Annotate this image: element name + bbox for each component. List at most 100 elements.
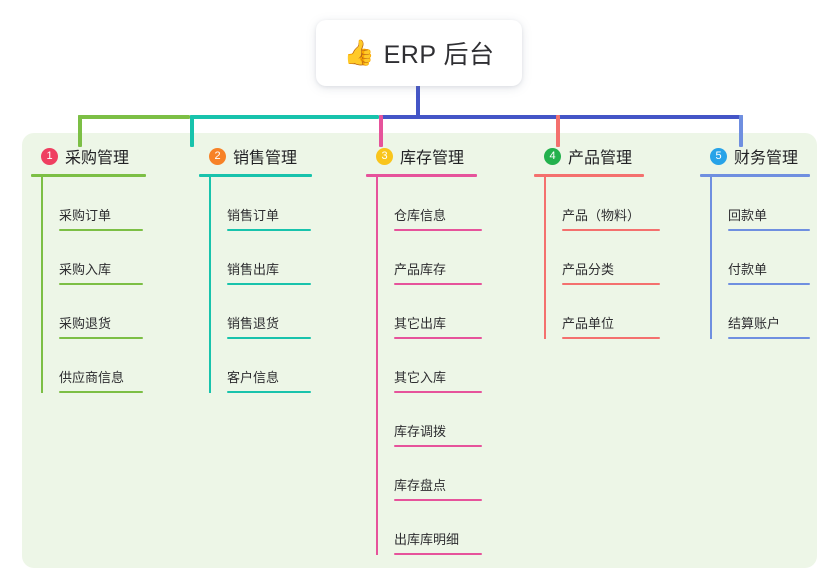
column-header-purchasing[interactable]: 1 采购管理 — [31, 144, 146, 168]
leaf-item-label: 库存盘点 — [394, 478, 447, 493]
leaf-item-label: 其它入库 — [394, 370, 447, 385]
leaf-item-label: 产品库存 — [394, 262, 447, 277]
leaf-item-rule — [227, 229, 311, 231]
connector-drop-purchasing — [78, 115, 82, 147]
leaf-item-label: 产品单位 — [562, 316, 615, 331]
leaf-item[interactable]: 回款单 — [700, 177, 810, 231]
leaf-item[interactable]: 其它出库 — [366, 285, 482, 339]
leaf-item-rule — [394, 229, 482, 231]
leaf-item[interactable]: 采购订单 — [31, 177, 146, 231]
leaf-item[interactable]: 库存盘点 — [366, 447, 482, 501]
root-node-title: ERP 后台 — [383, 41, 495, 69]
column-header-product[interactable]: 4 产品管理 — [534, 144, 660, 168]
connector-segment-green — [78, 115, 190, 119]
leaf-item-label: 结算账户 — [728, 316, 781, 331]
column-title-finance: 财务管理 — [734, 150, 799, 167]
connector-drop-sales — [190, 115, 194, 147]
root-node[interactable]: 👍 ERP 后台 — [316, 20, 522, 86]
number-badge-icon: 1 — [41, 147, 58, 165]
leaf-item-rule — [59, 229, 143, 231]
leaf-item-label: 供应商信息 — [59, 370, 125, 385]
leaf-item-label: 销售出库 — [227, 262, 280, 277]
leaf-item-rule — [562, 229, 660, 231]
leaf-item-label: 采购退货 — [59, 316, 112, 331]
leaf-list-sales: 销售订单销售出库销售退货客户信息 — [199, 177, 312, 393]
leaf-item-rule — [59, 337, 143, 339]
leaf-item[interactable]: 产品（物料） — [534, 177, 660, 231]
column-purchasing: 1 采购管理采购订单采购入库采购退货供应商信息 — [31, 144, 146, 393]
leaf-item-rule — [59, 391, 143, 393]
column-spine-inventory — [376, 177, 378, 555]
leaf-item-label: 产品（物料） — [562, 208, 641, 223]
column-title-product: 产品管理 — [568, 150, 633, 167]
leaf-item-rule — [59, 283, 143, 285]
column-product: 4 产品管理产品（物料） 产品分类产品单位 — [534, 144, 660, 339]
column-header-rule-product — [534, 174, 644, 177]
leaf-list-product: 产品（物料） 产品分类产品单位 — [534, 177, 660, 339]
leaf-item-label: 客户信息 — [227, 370, 280, 385]
leaf-list-finance: 回款单付款单结算账户 — [700, 177, 810, 339]
column-finance: 5 财务管理回款单付款单结算账户 — [700, 144, 810, 339]
leaf-item-label: 产品分类 — [562, 262, 615, 277]
connector-segment-teal — [190, 115, 379, 119]
leaf-item-rule — [394, 391, 482, 393]
leaf-item-rule — [562, 337, 660, 339]
leaf-item-label: 仓库信息 — [394, 208, 447, 223]
column-header-rule-finance — [700, 174, 810, 177]
leaf-item-rule — [728, 337, 810, 339]
leaf-item[interactable]: 销售退货 — [199, 285, 312, 339]
leaf-item-rule — [227, 337, 311, 339]
leaf-item[interactable]: 产品分类 — [534, 231, 660, 285]
leaf-list-inventory: 仓库信息产品库存其它出库其它入库库存调拨库存盘点出库库明细 — [366, 177, 482, 555]
connector-segment-blue — [379, 115, 743, 119]
leaf-item[interactable]: 付款单 — [700, 231, 810, 285]
leaf-item[interactable]: 其它入库 — [366, 339, 482, 393]
number-badge-icon: 5 — [710, 147, 727, 165]
leaf-item-label: 销售退货 — [227, 316, 280, 331]
connector-drop-inventory — [379, 115, 383, 147]
connector-drop-product — [556, 115, 560, 147]
connector-drop-finance — [739, 115, 743, 147]
leaf-item[interactable]: 销售出库 — [199, 231, 312, 285]
column-spine-finance — [710, 177, 712, 339]
leaf-item[interactable]: 产品库存 — [366, 231, 482, 285]
leaf-item-label: 销售订单 — [227, 208, 280, 223]
column-title-purchasing: 采购管理 — [65, 150, 130, 167]
column-header-finance[interactable]: 5 财务管理 — [700, 144, 810, 168]
leaf-item[interactable]: 采购退货 — [31, 285, 146, 339]
leaf-item-rule — [227, 283, 311, 285]
leaf-item-rule — [728, 229, 810, 231]
connector-root-stem — [416, 86, 420, 116]
leaf-item-label: 采购入库 — [59, 262, 112, 277]
leaf-item[interactable]: 结算账户 — [700, 285, 810, 339]
column-spine-purchasing — [41, 177, 43, 393]
leaf-item-rule — [394, 499, 482, 501]
column-title-inventory: 库存管理 — [400, 150, 465, 167]
leaf-item[interactable]: 客户信息 — [199, 339, 312, 393]
leaf-item-rule — [562, 283, 660, 285]
leaf-list-purchasing: 采购订单采购入库采购退货供应商信息 — [31, 177, 146, 393]
leaf-item[interactable]: 销售订单 — [199, 177, 312, 231]
leaf-item[interactable]: 库存调拨 — [366, 393, 482, 447]
thumbs-up-icon: 👍 — [343, 38, 375, 67]
column-spine-product — [544, 177, 546, 339]
leaf-item-rule — [394, 283, 482, 285]
number-badge-icon: 4 — [544, 147, 561, 165]
leaf-item-label: 采购订单 — [59, 208, 112, 223]
leaf-item[interactable]: 出库库明细 — [366, 501, 482, 555]
leaf-item-rule — [394, 337, 482, 339]
leaf-item[interactable]: 供应商信息 — [31, 339, 146, 393]
leaf-item-label: 库存调拨 — [394, 424, 447, 439]
column-header-rule-sales — [199, 174, 312, 177]
leaf-item-label: 付款单 — [728, 262, 768, 277]
column-header-rule-purchasing — [31, 174, 146, 177]
leaf-item[interactable]: 仓库信息 — [366, 177, 482, 231]
leaf-item[interactable]: 产品单位 — [534, 285, 660, 339]
leaf-item[interactable]: 采购入库 — [31, 231, 146, 285]
leaf-item-rule — [394, 553, 482, 555]
